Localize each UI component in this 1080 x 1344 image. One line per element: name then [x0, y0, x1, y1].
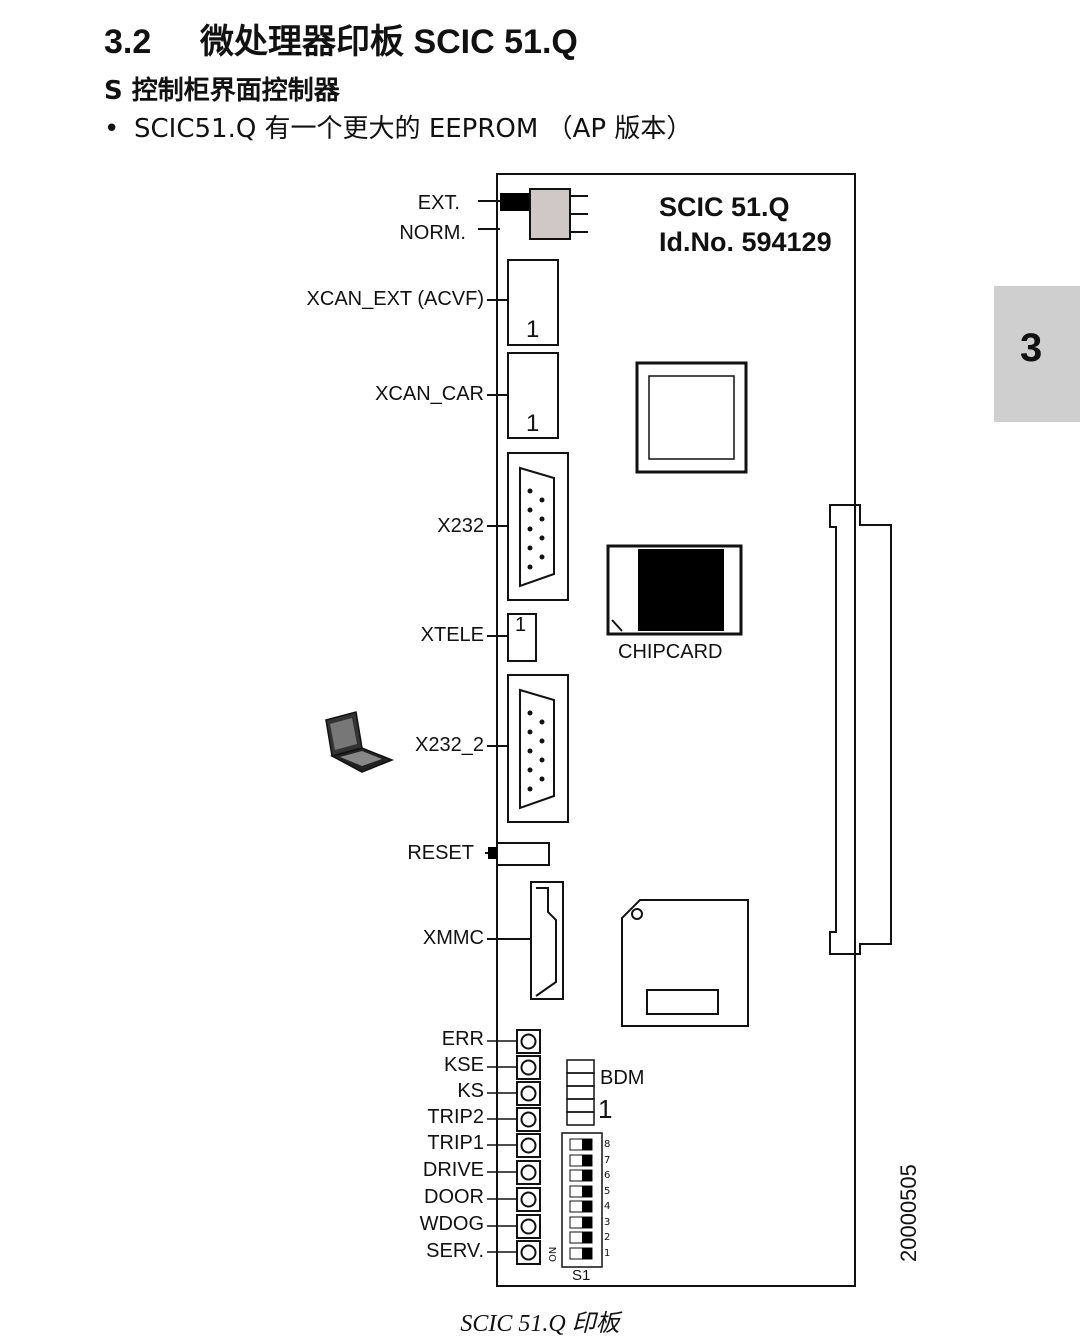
led-label-trip2: TRIP2	[427, 1106, 484, 1128]
chipcard-label: CHIPCARD	[618, 641, 723, 663]
dip-pos-7: 7	[604, 1155, 611, 1166]
x232-connector	[507, 452, 569, 601]
dip-pos-4: 4	[604, 1201, 611, 1212]
bdm-pin1: 1	[598, 1094, 613, 1124]
led-label-wdog: WDOG	[419, 1213, 484, 1235]
xtele-pin1: 1	[515, 614, 527, 636]
connector-label-reset: RESET	[407, 842, 474, 864]
section-title: 微处理器印板 SCIC 51.Q	[200, 23, 578, 61]
chapter-tab-label: 3	[1020, 326, 1043, 370]
bullet-text: SCIC51.Q 有一个更大的 EEPROM （AP 版本）	[134, 114, 693, 144]
dip-on-label: ON	[548, 1246, 559, 1262]
xtele-connector	[507, 613, 537, 662]
dip-pos-8: 8	[604, 1139, 611, 1150]
dip-pos-3: 3	[604, 1217, 611, 1228]
connector-label-xtele: XTELE	[420, 624, 484, 646]
edge-connector	[829, 504, 892, 955]
board-outline	[496, 173, 856, 1287]
chapter-tab[interactable]: 3	[994, 286, 1080, 422]
memory-chip	[621, 899, 749, 1027]
connector-label-xcan-car: XCAN_CAR	[375, 383, 484, 405]
board-name: SCIC 51.Q	[659, 192, 790, 222]
led-label-kse: KSE	[443, 1054, 484, 1076]
connector-label-x232: X232	[437, 515, 484, 537]
dip-switch-s1	[561, 1132, 603, 1268]
x232-2-connector	[507, 674, 569, 823]
led-label-err: ERR	[441, 1028, 484, 1050]
cpu-chip	[635, 361, 748, 474]
dip-pos-2: 2	[604, 1232, 611, 1243]
connector-label-xmmc: XMMC	[422, 927, 484, 949]
xmmc-slot	[530, 881, 564, 1000]
bullet-item: • SCIC51.Q 有一个更大的 EEPROM （AP 版本）	[104, 108, 692, 145]
jumper-cap	[529, 188, 571, 240]
bullet-icon: •	[104, 114, 120, 144]
figure-caption: SCIC 51.Q 印板	[460, 1311, 620, 1337]
board-id-no: Id.No. 594129	[659, 227, 832, 257]
section-heading: 3.2 微处理器印板 SCIC 51.Q	[104, 14, 578, 63]
dip-switch-name: S1	[572, 1267, 591, 1284]
xcan-ext-pin1: 1	[526, 316, 540, 343]
led-label-trip1: TRIP1	[427, 1132, 484, 1154]
xcan-car-pin1: 1	[526, 410, 540, 437]
section-number: 3.2	[104, 23, 152, 61]
figure-code: 20000505	[896, 1164, 921, 1262]
reset-button	[496, 842, 550, 866]
led-label-drive: DRIVE	[422, 1159, 484, 1181]
subtitle: S 控制柜界面控制器	[104, 76, 340, 106]
led-label-ks: KS	[457, 1080, 484, 1102]
connector-label-x232-2: X232_2	[415, 734, 484, 756]
led-label-serv: SERV.	[426, 1240, 484, 1262]
jumper-block	[500, 193, 530, 211]
laptop-icon	[325, 711, 395, 773]
dip-pos-1: 1	[604, 1248, 611, 1259]
bdm-label: BDM	[600, 1067, 645, 1089]
dip-pos-5: 5	[604, 1186, 611, 1197]
jumper-label-norm: NORM.	[399, 222, 466, 244]
bdm-header	[566, 1059, 595, 1126]
connector-label-xcan-ext: XCAN_EXT (ACVF)	[306, 288, 484, 310]
jumper-label-ext: EXT.	[417, 192, 460, 214]
dip-pos-6: 6	[604, 1170, 611, 1181]
chipcard-slot	[606, 544, 743, 636]
xcan-ext-connector	[507, 259, 559, 346]
led-label-door: DOOR	[424, 1186, 484, 1208]
